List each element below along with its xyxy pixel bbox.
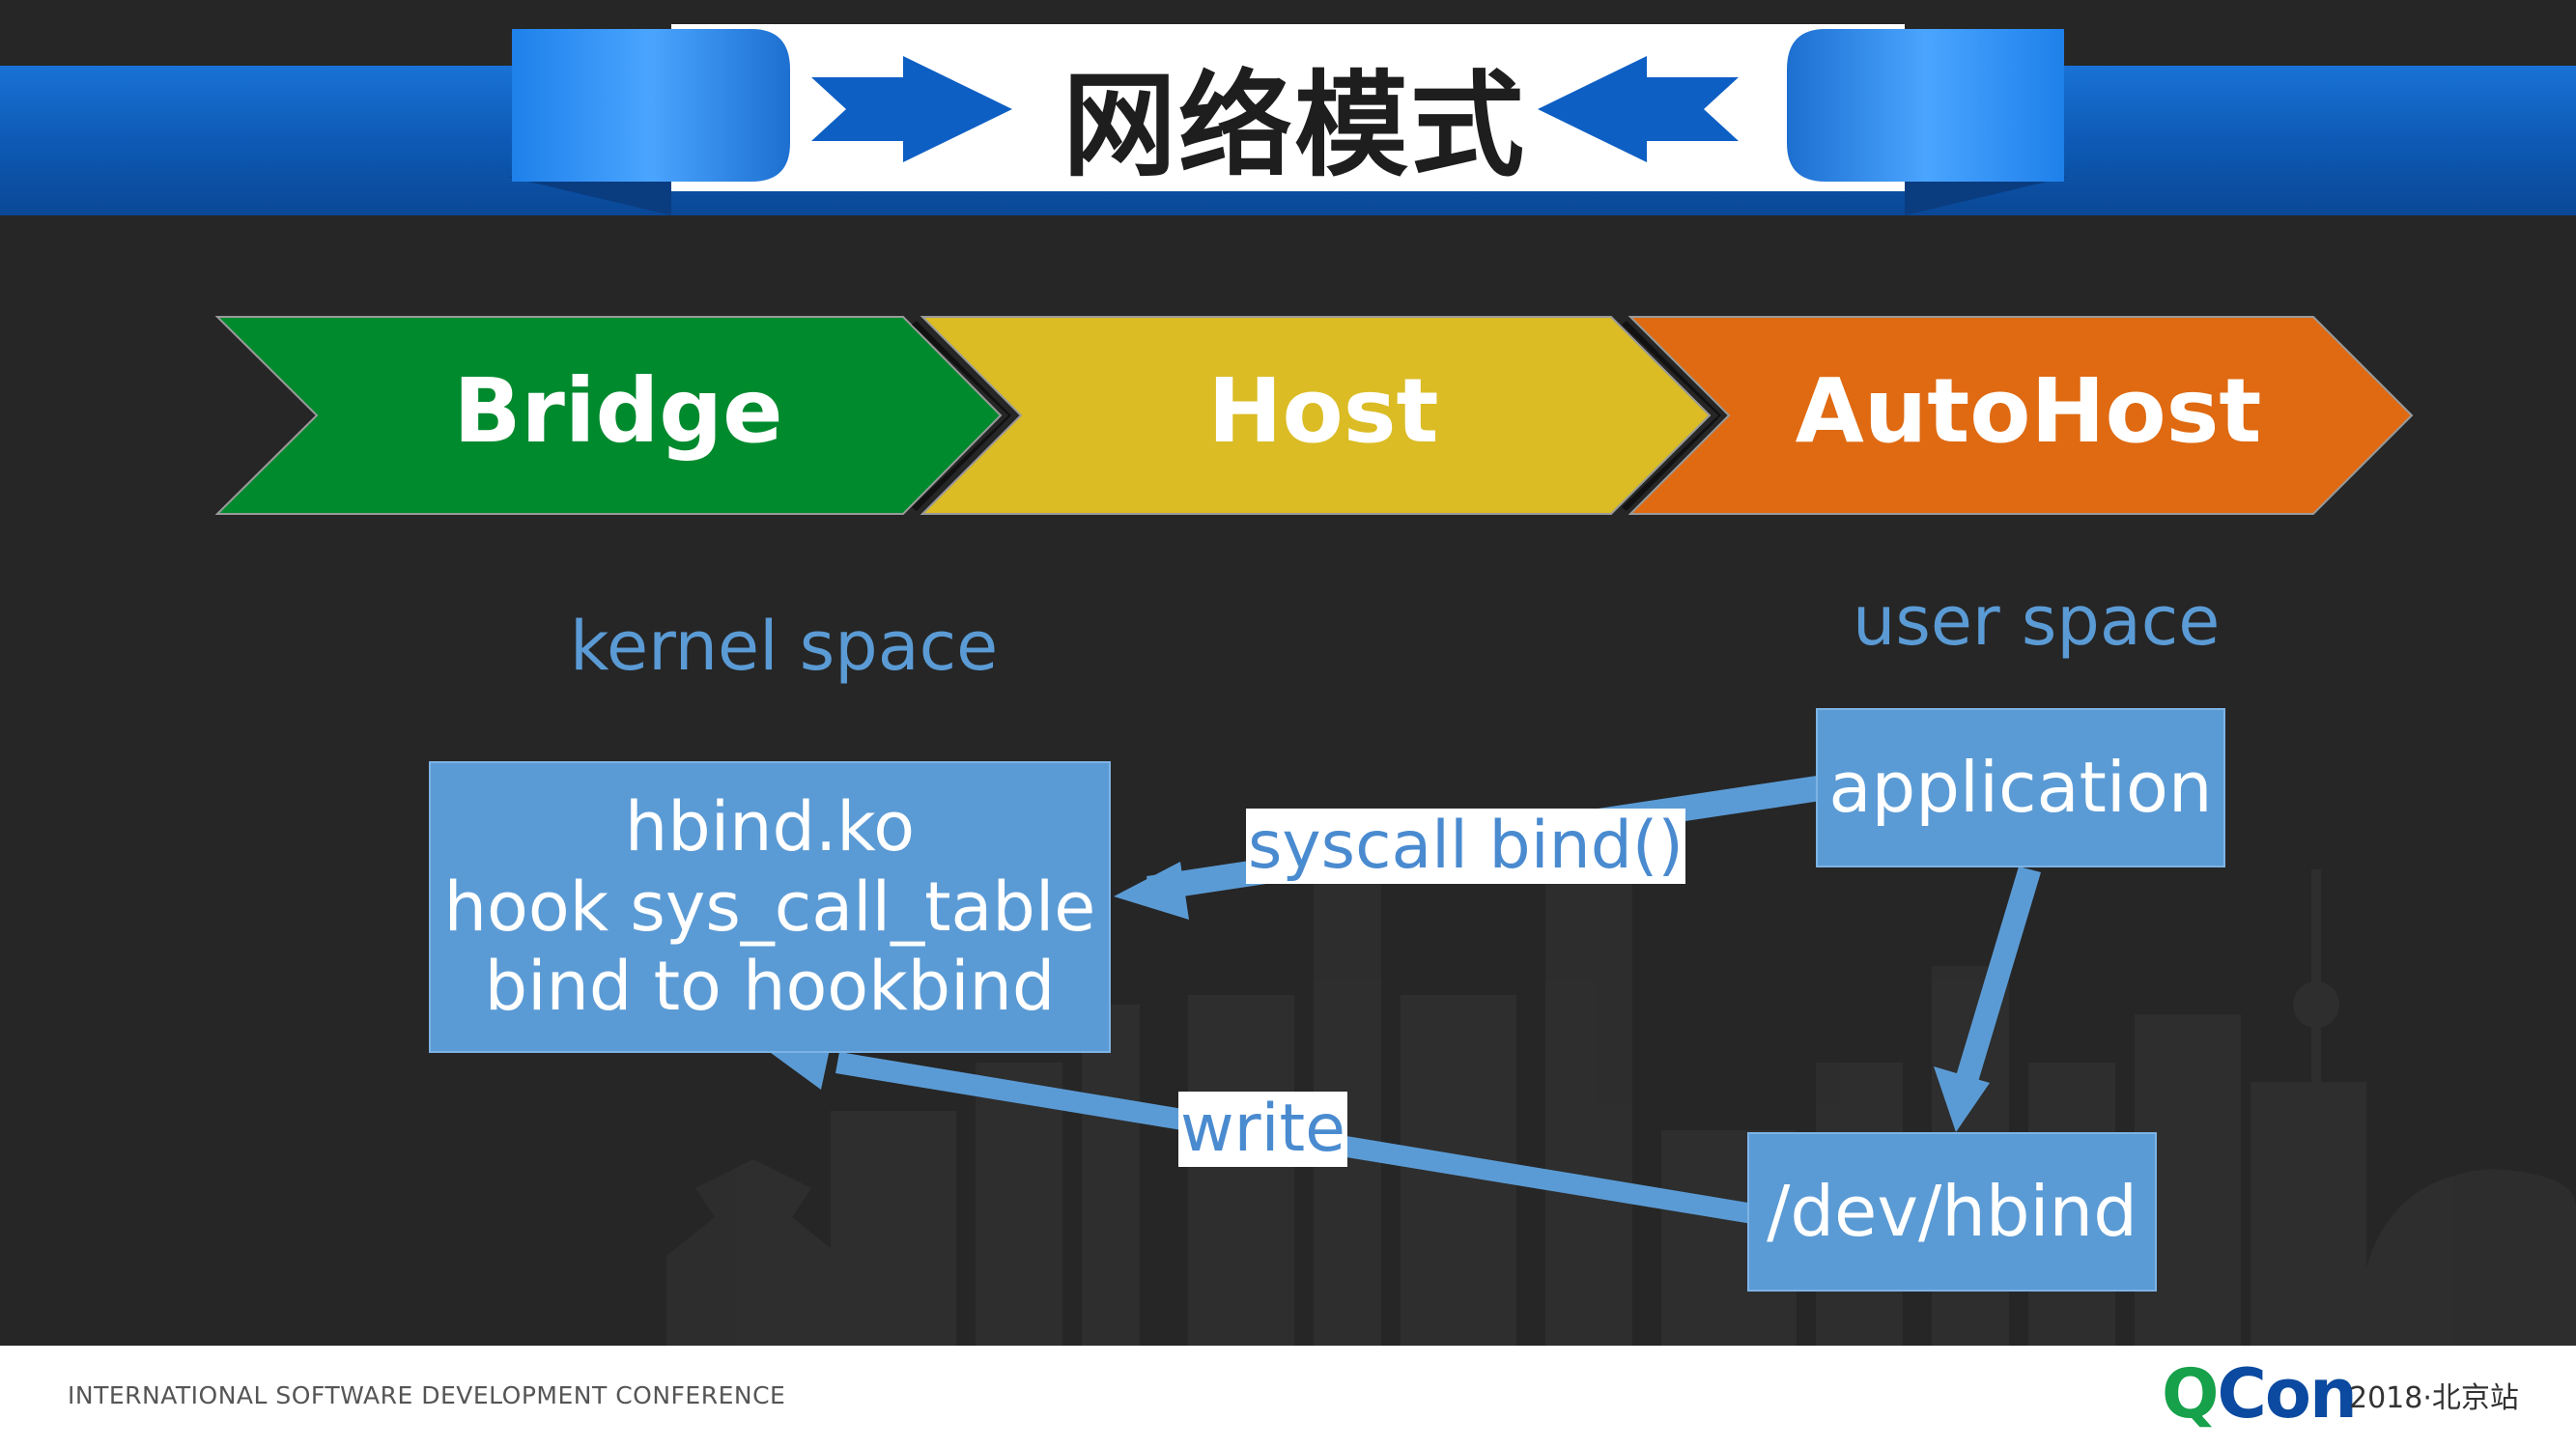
title-banner: [0, 24, 2576, 215]
chevron-autohost: [1628, 316, 2414, 515]
mode-label-host: Host: [1207, 358, 1439, 463]
chevron-host: [920, 316, 1712, 515]
banner-fold-right: [1905, 177, 2068, 215]
qcon-logo-q: Q: [2162, 1354, 2219, 1434]
banner-cap-left: [512, 29, 790, 182]
mode-label-bridge: Bridge: [453, 358, 783, 463]
arrow-left-icon: [1538, 56, 1739, 162]
chevron-bridge: [214, 316, 1003, 515]
banner-fold-left: [508, 177, 671, 215]
syscall-arrowhead: [1114, 862, 1189, 920]
mode-label-autohost: AutoHost: [1795, 358, 2262, 463]
hbind-ko-line-3: bind to hookbind: [484, 947, 1056, 1027]
banner-cap-right: [1787, 29, 2064, 182]
syscall-bind-label: syscall bind(): [1246, 808, 1685, 885]
conference-edition: 2018·北京站: [2349, 1381, 2519, 1415]
application-box: application: [1816, 708, 2225, 867]
kernel-space-label: kernel space: [570, 607, 999, 686]
user-space-label: user space: [1853, 582, 2221, 661]
dev-hbind-box: /dev/hbind: [1747, 1132, 2157, 1292]
hbind-ko-line-2: hook sys_call_table: [443, 867, 1096, 947]
footer-bar: [0, 1346, 2576, 1449]
conference-name: INTERNATIONAL SOFTWARE DEVELOPMENT CONFE…: [68, 1381, 786, 1409]
down-arrowhead: [1934, 1066, 1990, 1132]
application-label: application: [1828, 747, 2213, 829]
qcon-logo-rest: Con: [2217, 1354, 2358, 1434]
hbind-ko-line-1: hbind.ko: [624, 787, 916, 867]
qcon-logo: QCon: [2162, 1354, 2358, 1434]
arrow-right-icon: [811, 56, 1012, 162]
page-title: 网络模式: [1062, 58, 1526, 192]
dev-hbind-label: /dev/hbind: [1767, 1171, 2137, 1253]
hbind-ko-box: hbind.ko hook sys_call_table bind to hoo…: [429, 761, 1111, 1053]
mode-chevrons: [214, 316, 2414, 515]
write-label: write: [1178, 1091, 1347, 1168]
down-line: [1950, 867, 2041, 1101]
